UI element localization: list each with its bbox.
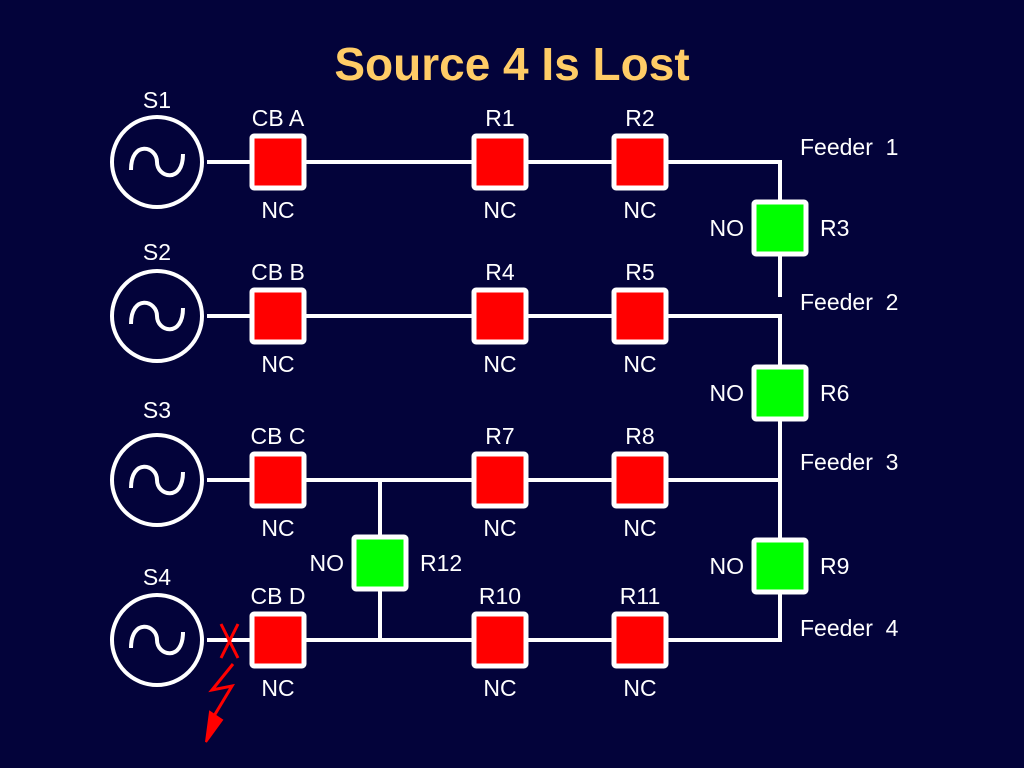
closed-switch-icon [471, 133, 529, 191]
switch-state-label: NC [483, 197, 516, 223]
switch-state-label: NO [310, 550, 345, 576]
switch-state-label: NC [623, 197, 656, 223]
feeder-2-label: Feeder 2 [800, 289, 898, 315]
sine-wave-icon [129, 624, 185, 656]
switch-r7[interactable] [471, 451, 529, 509]
switch-r6[interactable] [751, 364, 809, 422]
switch-state-label: NC [261, 197, 294, 223]
switch-state-label: NC [483, 515, 516, 541]
source-label: S3 [143, 397, 171, 423]
switch-state-label: NC [623, 351, 656, 377]
switch-name-label: R1 [485, 105, 514, 131]
switch-cb-d[interactable] [249, 611, 307, 669]
switch-cb-b[interactable] [249, 287, 307, 345]
switch-state-label: NC [623, 675, 656, 701]
source-label: S1 [143, 87, 171, 113]
open-switch-icon [751, 537, 809, 595]
switch-state-label: NC [483, 351, 516, 377]
open-switch-icon [751, 199, 809, 257]
switch-cb-c[interactable] [249, 451, 307, 509]
closed-switch-icon [249, 611, 307, 669]
switch-name-label: R10 [479, 583, 521, 609]
switch-name-label: R6 [820, 380, 849, 406]
sine-wave-icon [129, 300, 185, 332]
fault-x-icon [219, 623, 240, 659]
source-s1: S1 [110, 87, 204, 209]
switch-name-label: R5 [625, 259, 654, 285]
feeder-4-label: Feeder 4 [800, 615, 899, 641]
switch-name-label: R11 [620, 583, 661, 609]
switch-name-label: R7 [485, 423, 514, 449]
sine-wave-icon [129, 146, 185, 178]
switch-state-label: NC [483, 675, 516, 701]
switch-name-label: CB C [251, 423, 306, 449]
switch-r2[interactable] [611, 133, 669, 191]
switch-name-label: R8 [625, 423, 654, 449]
sine-wave-icon [129, 464, 185, 496]
switch-state-label: NO [710, 215, 745, 241]
switch-name-label: CB D [251, 583, 306, 609]
switch-r1[interactable] [471, 133, 529, 191]
switch-state-label: NC [623, 515, 656, 541]
switch-name-label: R4 [485, 259, 515, 285]
switch-state-label: NO [710, 553, 745, 579]
closed-switch-icon [611, 287, 669, 345]
arrowhead-icon [205, 710, 224, 743]
switch-r12[interactable] [351, 534, 409, 592]
closed-switch-icon [611, 133, 669, 191]
closed-switch-icon [471, 611, 529, 669]
switch-name-label: CB B [251, 259, 305, 285]
switch-state-label: NO [710, 380, 745, 406]
slide-title: Source 4 Is Lost [334, 38, 689, 90]
lightning-bolt-icon [208, 663, 236, 717]
switch-r9[interactable] [751, 537, 809, 595]
feeder-3-label: Feeder 3 [800, 449, 898, 475]
feeder-4-wire [207, 480, 782, 642]
source-s3: S3 [110, 397, 204, 527]
closed-switch-icon [249, 451, 307, 509]
feeder-1-label: Feeder 1 [800, 134, 898, 160]
switch-state-label: NC [261, 675, 294, 701]
closed-switch-icon [611, 611, 669, 669]
switch-r5[interactable] [611, 287, 669, 345]
switch-r8[interactable] [611, 451, 669, 509]
switch-state-label: NC [261, 515, 294, 541]
switch-r11[interactable] [611, 611, 669, 669]
closed-switch-icon [611, 451, 669, 509]
closed-switch-icon [471, 451, 529, 509]
closed-switch-icon [249, 287, 307, 345]
switch-name-label: R12 [420, 550, 462, 576]
switch-name-label: R9 [820, 553, 849, 579]
fault-marker [205, 623, 240, 743]
source-label: S4 [143, 564, 171, 590]
source-label: S2 [143, 239, 171, 265]
wires [207, 160, 782, 642]
source-s2: S2 [110, 239, 204, 363]
open-switch-icon [751, 364, 809, 422]
switch-name-label: CB A [252, 105, 305, 131]
switch-name-label: R3 [820, 215, 849, 241]
closed-switch-icon [249, 133, 307, 191]
switch-state-label: NC [261, 351, 294, 377]
open-switch-icon [351, 534, 409, 592]
source-s4: S4 [110, 564, 204, 687]
closed-switch-icon [471, 287, 529, 345]
switch-r3[interactable] [751, 199, 809, 257]
switch-r10[interactable] [471, 611, 529, 669]
switch-cb-a[interactable] [249, 133, 307, 191]
switch-name-label: R2 [625, 105, 654, 131]
switch-r4[interactable] [471, 287, 529, 345]
